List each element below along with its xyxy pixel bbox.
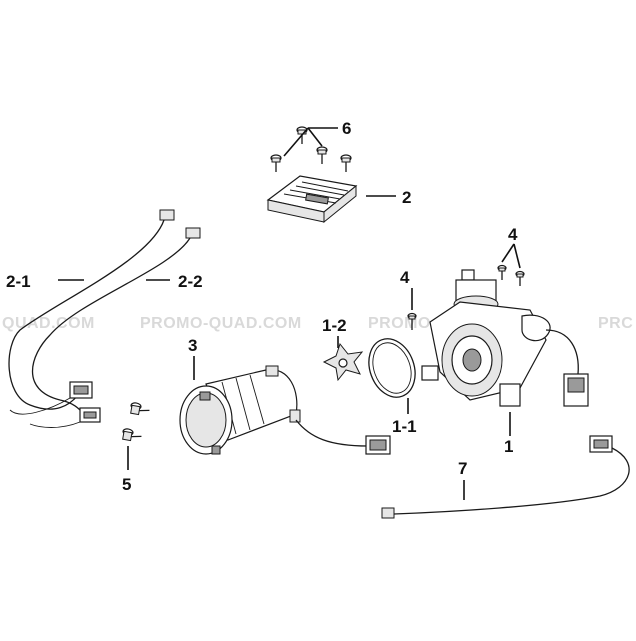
part-1-1-o-ring (368, 338, 416, 414)
callout-4-left: 4 (400, 268, 410, 287)
part-3-motor (179, 356, 391, 455)
callout-5: 5 (122, 475, 131, 494)
part-2-1-2-2-harness (8, 209, 201, 428)
watermark-left: QUAD.COM (2, 315, 95, 332)
part-7-sensor-cable (381, 435, 630, 519)
part-1-2-coupler (322, 336, 364, 382)
watermark-middle: PROMO-QUAD.COM (140, 315, 302, 332)
callout-1: 1 (504, 437, 513, 456)
callout-4-right: 4 (508, 225, 518, 244)
callout-labels: 6 2 4 4 2-1 2-2 1-2 3 1-1 1 5 7 (6, 119, 518, 494)
callout-2: 2 (402, 188, 411, 207)
part-2-controller-module (266, 175, 396, 224)
part-5-screws (122, 402, 150, 470)
callout-1-1: 1-1 (392, 417, 417, 436)
part-1-gearbox (421, 269, 589, 436)
callout-1-2: 1-2 (322, 316, 347, 335)
callout-2-1: 2-1 (6, 272, 31, 291)
part-6-bolts (270, 126, 352, 172)
callout-3: 3 (188, 336, 197, 355)
callout-2-2: 2-2 (178, 272, 203, 291)
watermark-edge: PRC (598, 315, 633, 332)
part-4-bolts (407, 243, 525, 330)
callout-6: 6 (342, 119, 351, 138)
callout-7: 7 (458, 459, 467, 478)
